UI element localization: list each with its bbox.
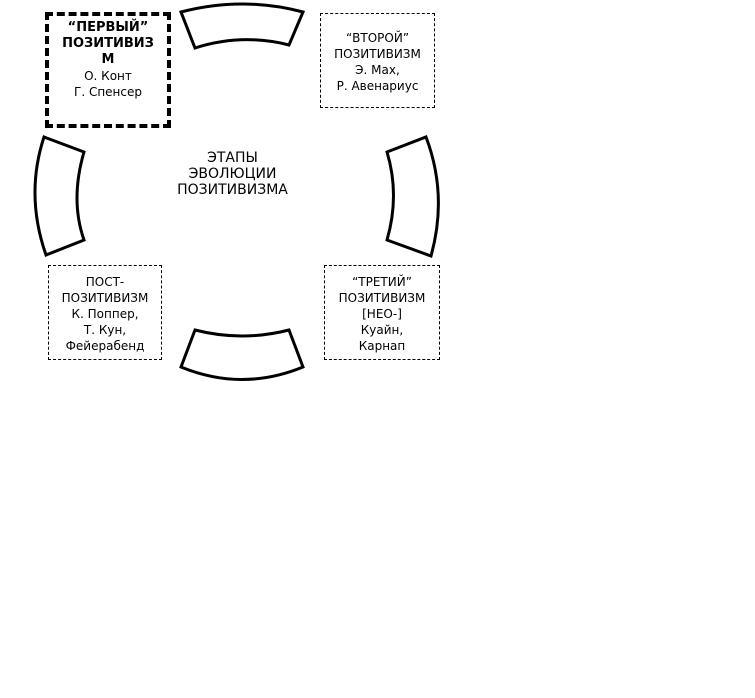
arc-bottom [179, 328, 305, 381]
stage-third-title-2: ПОЗИТИВИЗМ [338, 291, 426, 305]
stage-post-title-2: ПОЗИТИВИЗМ [61, 291, 149, 305]
arc-top [178, 2, 306, 50]
center-title-line-2: ЭВОЛЮЦИИ [188, 166, 277, 182]
stage-second-title-1: “ВТОРОЙ” [345, 31, 410, 45]
stage-first-title-3: М [101, 52, 115, 67]
stage-third-title-3: [НЕО-] [362, 307, 402, 321]
stage-post-title-1: ПОСТ- [85, 275, 125, 289]
stage-post-name-1: К. Поппер, [71, 307, 139, 321]
center-title-line-1: ЭТАПЫ [207, 150, 258, 166]
stage-first-positivism: “ПЕРВЫЙ” ПОЗИТИВИЗ М О. Конт Г. Спенсер [45, 12, 171, 128]
stage-first-name-2: Г. Спенсер [74, 85, 142, 99]
stage-post-name-3: Фейерабенд [65, 339, 145, 353]
stage-second-name-1: Э. Мах, [355, 63, 400, 77]
stage-first-name-1: О. Конт [84, 69, 132, 83]
stage-second-title-2: ПОЗИТИВИЗМ [334, 47, 421, 61]
stage-third-title-1: “ТРЕТИЙ” [352, 275, 412, 289]
stage-third-positivism: “ТРЕТИЙ” ПОЗИТИВИЗМ [НЕО-] Куайн, Карнап [324, 265, 440, 360]
stage-third-name-1: Куайн, [360, 323, 404, 337]
stage-third-name-2: Карнап [358, 339, 406, 353]
arc-right [385, 135, 440, 258]
stage-first-title-1: “ПЕРВЫЙ” [67, 20, 149, 35]
stage-second-name-2: Р. Авенариус [336, 79, 419, 93]
arc-left [33, 135, 86, 257]
stage-first-title-2: ПОЗИТИВИЗ [62, 36, 154, 51]
stage-post-positivism: ПОСТ- ПОЗИТИВИЗМ К. Поппер, Т. Кун, Фейе… [48, 265, 162, 360]
stage-post-name-2: Т. Кун, [83, 323, 127, 337]
center-title: ЭТАПЫ ЭВОЛЮЦИИ ПОЗИТИВИЗМА [150, 150, 315, 198]
center-title-line-3: ПОЗИТИВИЗМА [177, 182, 288, 198]
stage-second-positivism: “ВТОРОЙ” ПОЗИТИВИЗМ Э. Мах, Р. Авенариус [320, 13, 435, 108]
